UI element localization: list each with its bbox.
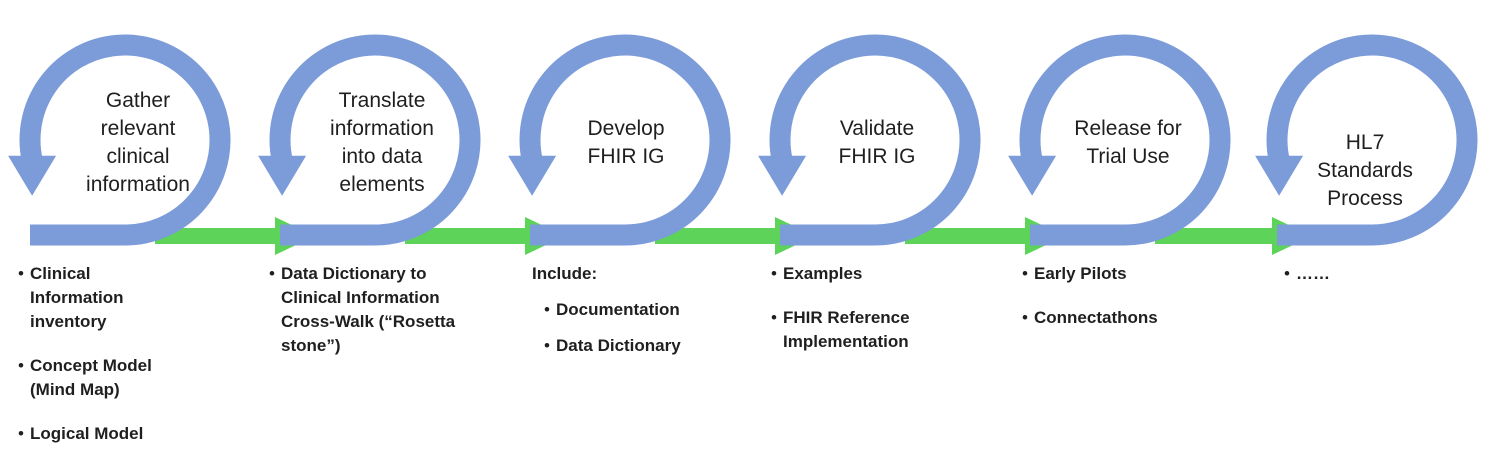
ring-arrowhead [1255, 155, 1304, 196]
stage-5-notes: Early Pilots Connectathons [1022, 262, 1212, 350]
stage-3-title-line: FHIR IG [587, 145, 665, 168]
note-item: FHIR Reference Implementation [771, 306, 961, 354]
note-item: Connectathons [1022, 306, 1212, 330]
stage-5-title: Release for Trial Use [1043, 115, 1213, 171]
ring-tail [780, 224, 875, 246]
stage-2-title-line: Translate [338, 89, 426, 112]
stage-3-title: Develop FHIR IG [541, 115, 711, 171]
stage-5-title-line: Release for [1074, 117, 1182, 140]
stage-5-title-line: Trial Use [1086, 145, 1170, 168]
stage-4-title-line: FHIR IG [838, 145, 916, 168]
stage-6-title-line: HL7 [1345, 131, 1385, 154]
cycle-ring [1255, 34, 1478, 246]
stage-4-notes: Examples FHIR Reference Implementation [771, 262, 961, 374]
note-item: Logical Model [18, 422, 188, 446]
note-item: Data Dictionary to Clinical Information … [269, 262, 459, 358]
stage-1-title-line: clinical [106, 145, 170, 168]
stage-2-title-line: information [330, 117, 434, 140]
ring-tail [1277, 224, 1372, 246]
stage-1-title: Gather relevant clinical information [53, 87, 223, 199]
flow-arrow [405, 217, 565, 255]
stage-1-title-line: information [86, 173, 190, 196]
cycle-ring [258, 34, 481, 246]
ring-arrowhead [508, 155, 557, 196]
note-item: Concept Model (Mind Map) [18, 354, 188, 402]
ring-tail [530, 224, 625, 246]
stage-6-title-line: Standards [1317, 159, 1413, 182]
note-item: …… [1284, 262, 1404, 286]
ring-arrowhead [258, 155, 307, 196]
stage-2-notes: Data Dictionary to Clinical Information … [269, 262, 459, 378]
ring-arc [269, 34, 481, 246]
ring-arc [19, 34, 231, 246]
note-item: Data Dictionary [532, 334, 732, 358]
stage-2-title: Translate information into data elements [297, 87, 467, 199]
cycle-ring [1008, 34, 1231, 246]
ring-arc [769, 34, 981, 246]
ring-arrowhead [1008, 155, 1057, 196]
stage-4-title: Validate FHIR IG [792, 115, 962, 171]
stage-2-title-line: into data [341, 145, 423, 168]
note-item: Early Pilots [1022, 262, 1212, 286]
stage-1-title-line: relevant [100, 117, 176, 140]
stage-3-notes: Include: Documentation Data Dictionary [532, 262, 732, 370]
ring-arc [519, 34, 731, 246]
cycle-ring [8, 34, 231, 246]
ring-tail [30, 224, 125, 246]
ring-arrowhead [8, 155, 57, 196]
flow-arrow [905, 217, 1065, 255]
flow-arrow [1155, 217, 1312, 255]
note-lead: Include: [532, 264, 598, 283]
note-item: Examples [771, 262, 961, 286]
stage-1-notes: Clinical Information inventory Concept M… [18, 262, 188, 466]
cycle-ring [508, 34, 731, 246]
stage-3-title-line: Develop [587, 117, 665, 140]
note-item: Clinical Information inventory [18, 262, 188, 334]
ring-arc [1266, 34, 1478, 246]
stage-6-title: HL7 Standards Process [1280, 129, 1450, 213]
cycle-ring [758, 34, 981, 246]
stage-6-title-line: Process [1327, 187, 1403, 210]
ring-arc [1019, 34, 1231, 246]
ring-arrowhead [758, 155, 807, 196]
stage-6-notes: …… [1284, 262, 1404, 306]
stage-2-title-line: elements [339, 173, 425, 196]
note-item: Documentation [532, 298, 732, 322]
flow-arrow [155, 217, 315, 255]
stage-1-title-line: Gather [105, 89, 171, 112]
ring-tail [280, 224, 375, 246]
stage-4-title-line: Validate [839, 117, 915, 140]
flow-arrow [655, 217, 815, 255]
ring-tail [1030, 224, 1125, 246]
